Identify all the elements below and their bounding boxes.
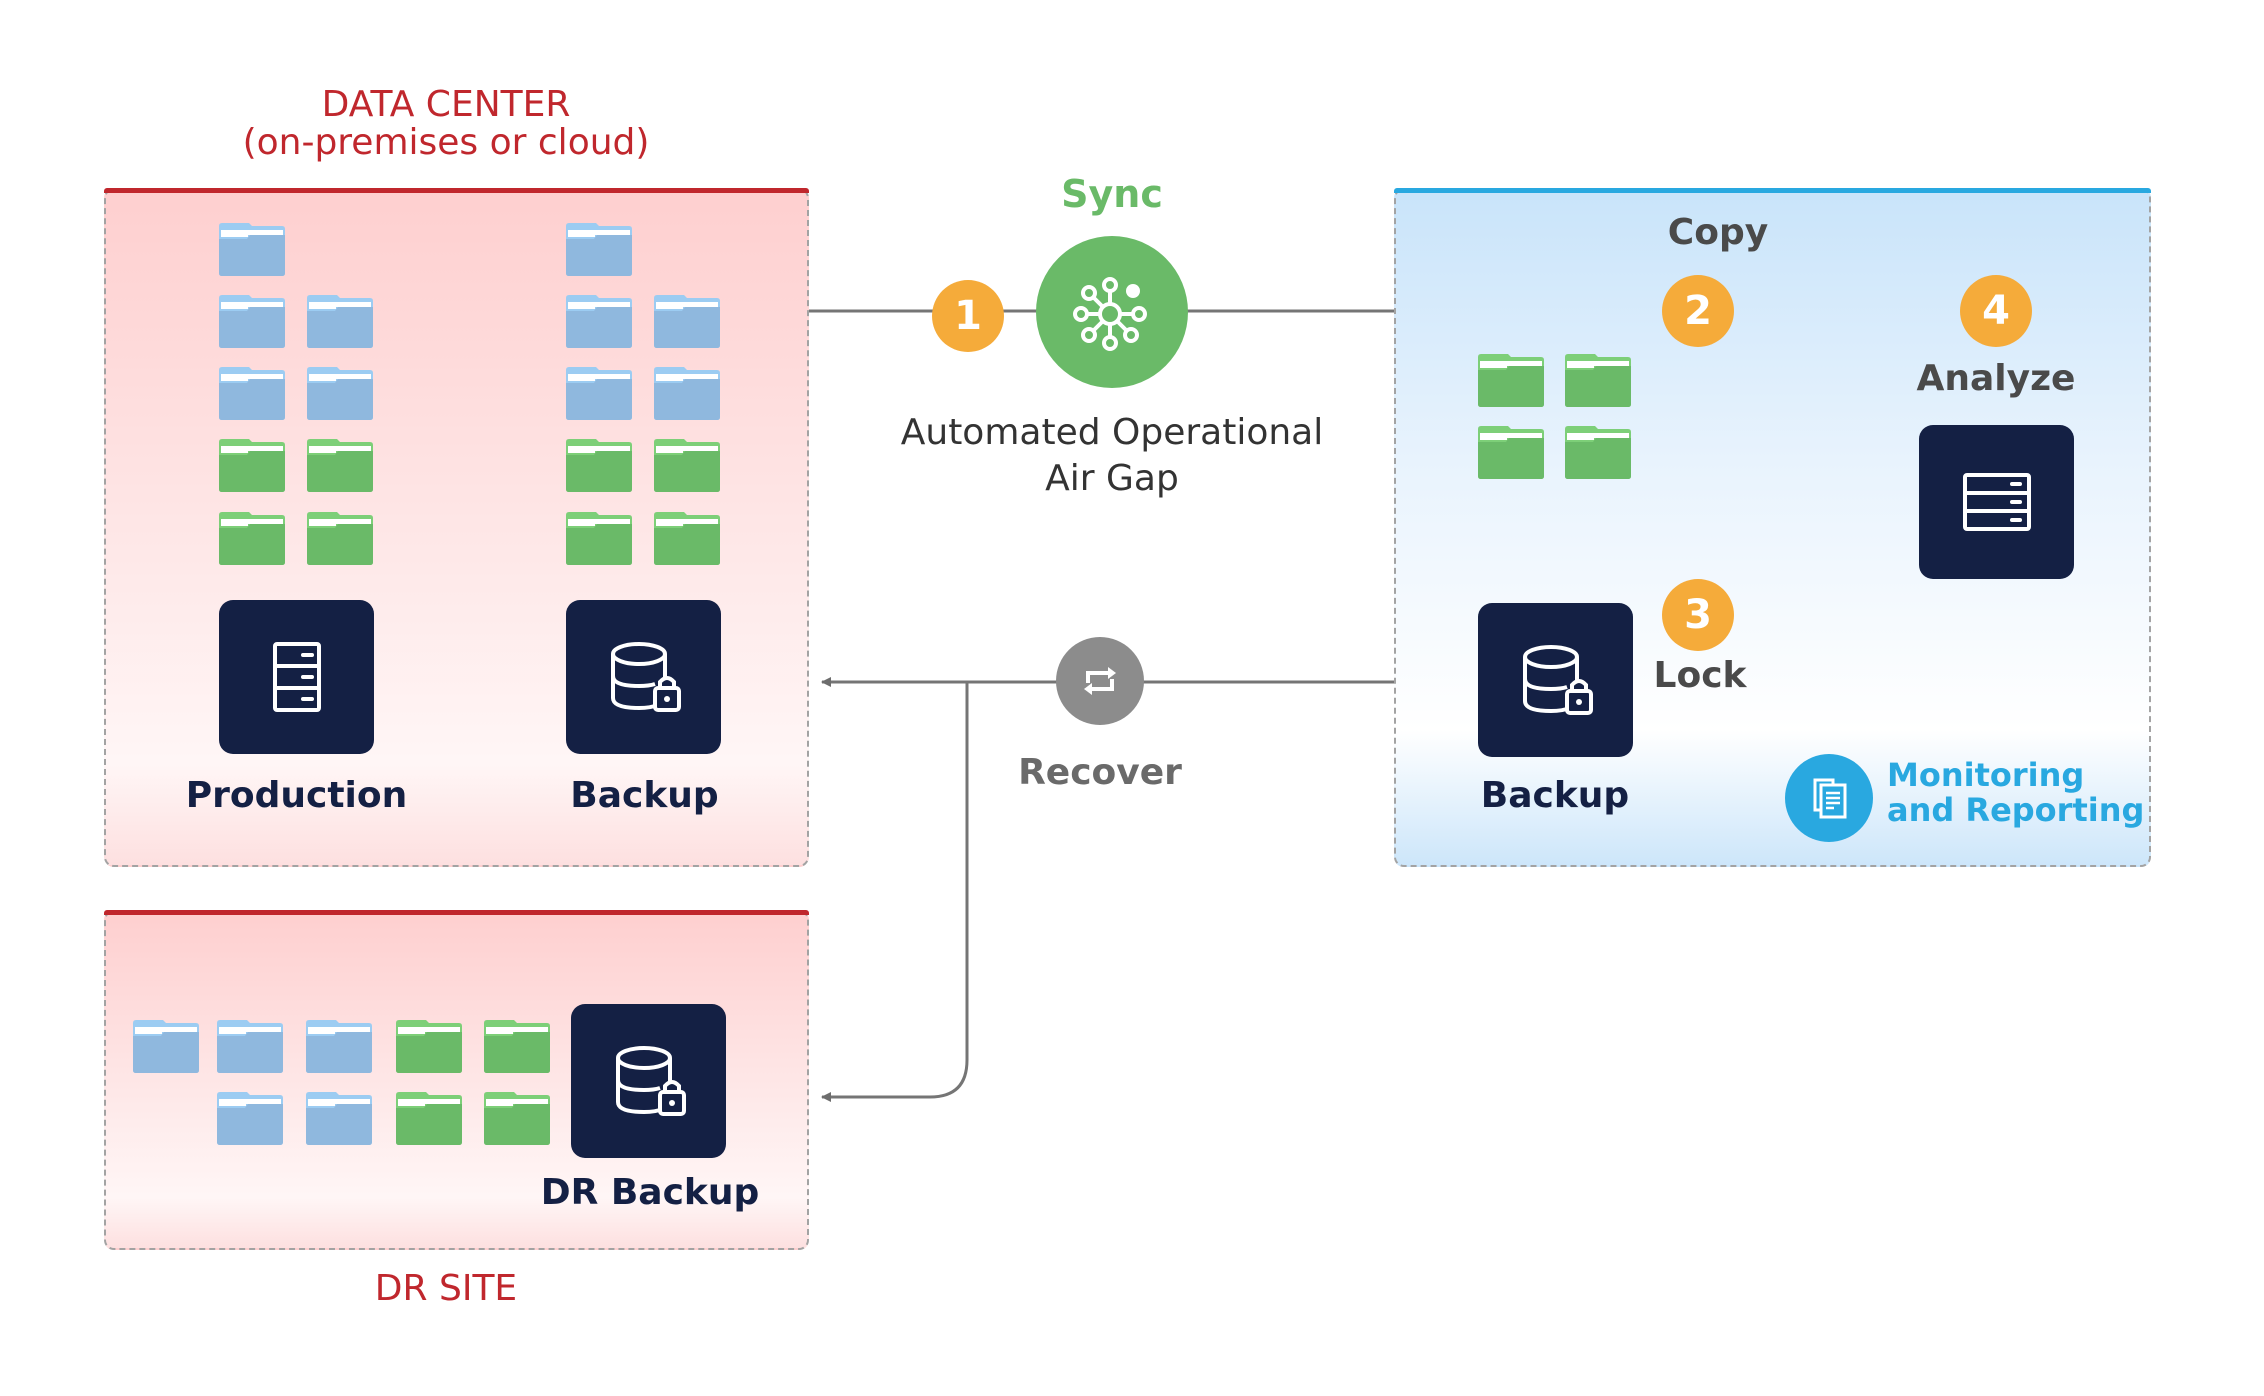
analyze-label: Analyze: [1916, 358, 2076, 399]
dr-backup-label: DR Backup: [540, 1172, 760, 1213]
folder-icon: [654, 295, 720, 348]
folder-icon: [307, 295, 373, 348]
folder-icon: [1478, 426, 1544, 479]
zone-top-bar: [104, 910, 809, 915]
folder-icon: [1565, 354, 1631, 407]
recover-button[interactable]: [1056, 637, 1144, 725]
folder-icon: [654, 512, 720, 565]
server-icon: [272, 642, 321, 712]
documents-icon: [1813, 778, 1847, 819]
air-gap-caption-line2: Air Gap: [1045, 458, 1179, 499]
folder-icon: [396, 1020, 462, 1073]
folder-icon: [654, 439, 720, 492]
dc-backup-label: Backup: [570, 775, 719, 816]
monitoring-button[interactable]: [1785, 754, 1873, 842]
folder-icon: [566, 439, 632, 492]
folder-icon: [484, 1092, 550, 1145]
step-2-badge: 2: [1662, 275, 1734, 347]
lock-label: Lock: [1653, 655, 1747, 696]
monitoring-label: Monitoring and Reporting: [1887, 758, 2144, 828]
dr-site-title: DR SITE: [374, 1268, 518, 1309]
folder-icon: [1565, 426, 1631, 479]
folder-icon: [306, 1092, 372, 1145]
dr-backup-tile[interactable]: [571, 1004, 726, 1158]
folder-icon: [219, 512, 285, 565]
step-3-badge: 3: [1662, 579, 1734, 651]
folder-icon: [217, 1092, 283, 1145]
air-gap-caption: Automated Operational Air Gap: [862, 410, 1362, 502]
folder-icon: [217, 1020, 283, 1073]
folder-icon: [566, 223, 632, 276]
sync-button[interactable]: [1036, 236, 1188, 388]
folder-icon: [219, 367, 285, 420]
sync-title: Sync: [1061, 172, 1163, 216]
folder-icon: [396, 1092, 462, 1145]
zone-top-bar: [104, 188, 809, 193]
folder-icon: [566, 512, 632, 565]
vault-backup-label: Backup: [1480, 775, 1630, 816]
database-lock-icon: [610, 642, 681, 712]
folder-icon: [566, 367, 632, 420]
data-center-title-line2: (on-premises or cloud): [242, 122, 650, 163]
server-icon: [1962, 473, 2031, 531]
folder-icon: [1478, 354, 1544, 407]
database-lock-icon: [615, 1046, 686, 1116]
step-1-badge: 1: [932, 280, 1004, 352]
folder-icon: [219, 439, 285, 492]
folder-icon: [219, 223, 285, 276]
zone-top-bar: [1394, 188, 2151, 193]
production-label: Production: [185, 775, 408, 816]
database-lock-icon: [1522, 645, 1593, 715]
folder-icon: [307, 512, 373, 565]
vault-backup-tile[interactable]: [1478, 603, 1633, 757]
recover-dr-line: [821, 682, 969, 1102]
analyze-tile[interactable]: [1919, 425, 2074, 579]
monitoring-label-line2: and Reporting: [1887, 791, 2145, 829]
data-center-title-line1: DATA CENTER: [321, 84, 571, 125]
folder-icon: [219, 295, 285, 348]
network-hub-icon: [1073, 277, 1147, 351]
air-gap-caption-line1: Automated Operational: [900, 412, 1324, 453]
dc-backup-tile[interactable]: [566, 600, 721, 754]
data-center-title: DATA CENTER (on-premises or cloud): [204, 86, 688, 162]
production-tile[interactable]: [219, 600, 374, 754]
copy-label: Copy: [1667, 212, 1769, 253]
folder-icon: [566, 295, 632, 348]
folder-icon: [654, 367, 720, 420]
folder-icon: [307, 439, 373, 492]
folder-icon: [307, 367, 373, 420]
recover-label: Recover: [1018, 752, 1182, 793]
monitoring-label-line1: Monitoring: [1887, 756, 2085, 794]
step-4-badge: 4: [1960, 275, 2032, 347]
folder-icon: [484, 1020, 550, 1073]
folder-icon: [306, 1020, 372, 1073]
folder-icon: [133, 1020, 199, 1073]
swap-arrows-icon: [1084, 667, 1116, 695]
